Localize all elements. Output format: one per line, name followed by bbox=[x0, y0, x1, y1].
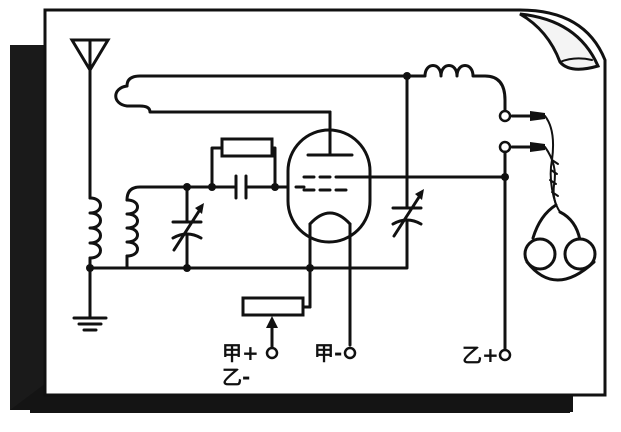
headphones bbox=[510, 111, 597, 282]
terminal-a-plus-b-minus bbox=[265, 346, 279, 360]
grid-coil-top-lead bbox=[125, 185, 189, 202]
phone-jack bbox=[498, 109, 512, 352]
label-a-plus: 甲+ bbox=[222, 341, 259, 365]
antenna-coil bbox=[88, 196, 102, 260]
terminal-b-plus bbox=[498, 348, 512, 362]
junction-dot bbox=[501, 173, 509, 181]
page-curl-fold bbox=[559, 57, 593, 63]
antenna-symbol bbox=[69, 38, 111, 200]
label-b-plus: 乙+ bbox=[462, 343, 499, 367]
terminal-a-minus bbox=[343, 346, 357, 360]
tickler-coil bbox=[114, 84, 332, 157]
regeneration-capacitor bbox=[391, 74, 424, 238]
ground-rail bbox=[88, 220, 409, 270]
ground-symbol bbox=[72, 266, 108, 332]
junction-dot bbox=[271, 183, 279, 191]
tuning-capacitor bbox=[171, 185, 204, 270]
rf-choke bbox=[405, 64, 507, 112]
junction-dot bbox=[208, 183, 216, 191]
tickler-lead-top bbox=[125, 74, 409, 88]
grid-coil bbox=[125, 198, 139, 258]
tube-filament bbox=[308, 211, 352, 226]
vacuum-tube bbox=[286, 110, 372, 244]
junction-dot bbox=[86, 264, 94, 272]
grid-leak-resistor bbox=[210, 137, 277, 189]
filament-rheostat bbox=[241, 296, 312, 352]
page-curl bbox=[519, 12, 601, 71]
junction-dot bbox=[183, 264, 191, 272]
junction-dot bbox=[306, 264, 314, 272]
label-a-minus: 甲- bbox=[314, 341, 342, 365]
label-b-minus: 乙- bbox=[222, 365, 250, 389]
